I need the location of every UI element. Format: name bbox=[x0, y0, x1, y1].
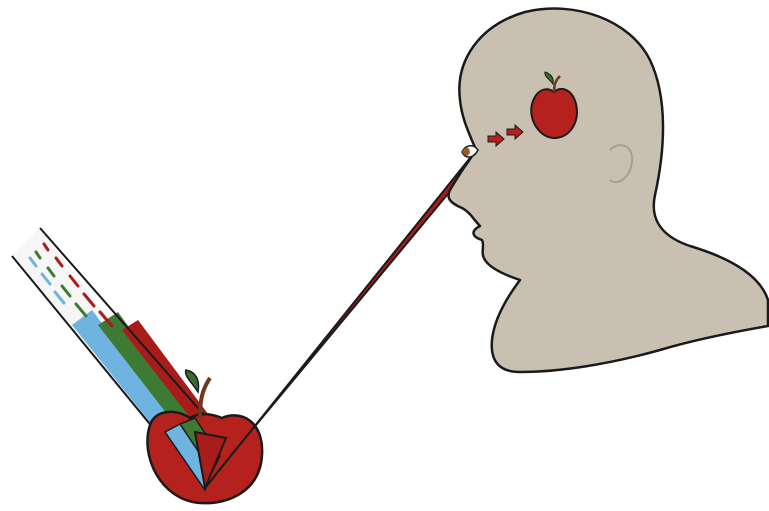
head-silhouette bbox=[449, 9, 769, 372]
incoming-beam-edge-top bbox=[40, 228, 226, 440]
red-beam-body bbox=[205, 158, 476, 488]
human-head bbox=[449, 9, 769, 372]
